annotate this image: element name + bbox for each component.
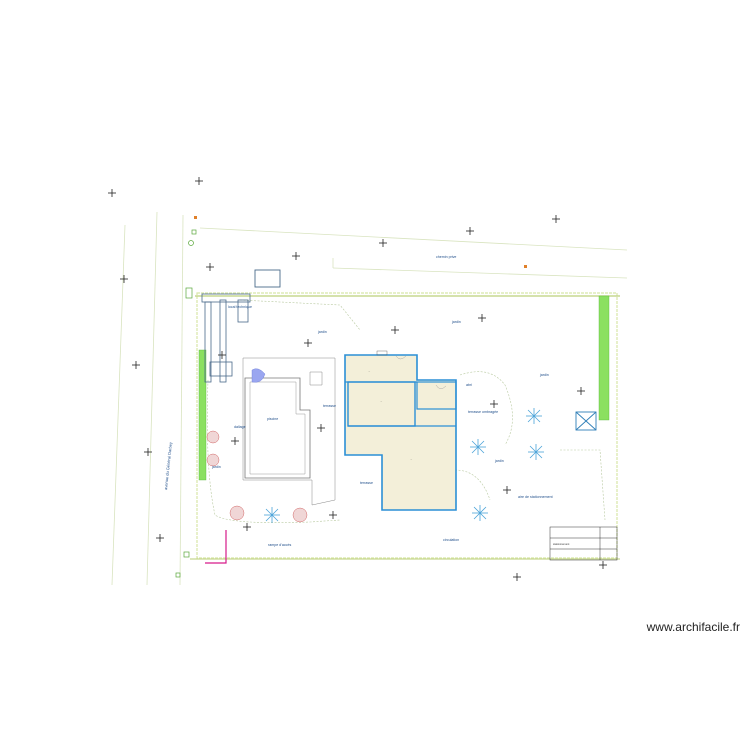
table-row-2: stationnement: [553, 542, 570, 546]
jardin-label-3: jardin: [539, 373, 549, 377]
road-lines: [111, 211, 628, 586]
stationnement-label: aire de stationnement: [518, 495, 553, 499]
local-technique-label: local technique: [228, 305, 252, 309]
rampe-label: rampe d'accès: [268, 543, 291, 547]
watermark: www.archifacile.fr: [646, 620, 740, 634]
orange-markers: [194, 216, 527, 268]
chemin-label: chemin prive: [436, 255, 456, 259]
cross-box: [575, 411, 597, 431]
street-label: avenue du Général Darbey: [163, 442, 173, 490]
house: [344, 350, 457, 511]
survey-markers: [108, 177, 607, 581]
shed: [254, 269, 281, 288]
terrasse-ombragee-label: terrasse ombragée: [468, 410, 498, 414]
garden-paths: [207, 299, 606, 523]
trees-blue: [264, 408, 544, 523]
legend-table: [549, 526, 618, 561]
hedge-left: [198, 349, 207, 481]
hedge-right: [598, 295, 610, 421]
terrasse-label-2: terrasse: [360, 481, 373, 485]
access-line: [205, 530, 227, 564]
local-technique: [201, 293, 251, 383]
circulation-label: circulation: [443, 538, 459, 542]
terrasse-label-1: terrasse: [323, 404, 336, 408]
jardin-label-2: jardin: [451, 320, 461, 324]
hedges: [198, 295, 610, 481]
abri-label: abri: [466, 383, 472, 387]
house-room-c: ...: [410, 457, 413, 461]
terrace-outline: [242, 357, 336, 506]
dallage-label: dallage: [234, 425, 246, 429]
house-room-a: ...: [368, 369, 371, 373]
small-markers: [175, 229, 197, 578]
jardin-label-5: jardin: [494, 459, 504, 463]
jardin-label-4: jardin: [211, 465, 221, 469]
pool: [244, 368, 311, 479]
jardin-label-1: jardin: [317, 330, 327, 334]
house-room-b: ...: [380, 399, 383, 403]
flower-beds: [206, 430, 308, 523]
piscine-label: piscine: [267, 417, 278, 421]
plot-boundary: [190, 292, 620, 560]
